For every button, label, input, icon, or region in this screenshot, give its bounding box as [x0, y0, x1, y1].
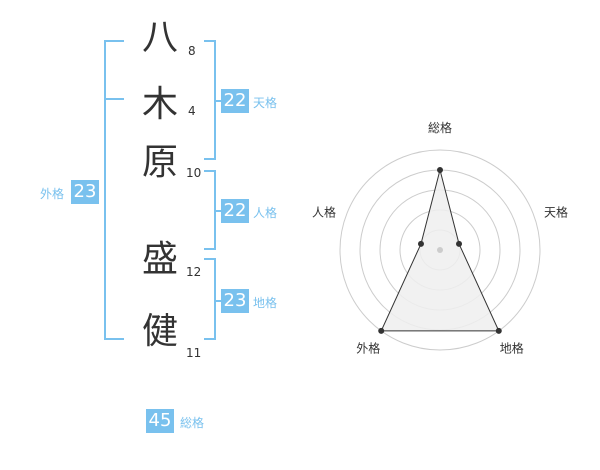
chikaku-value: 23	[221, 289, 249, 313]
char-3: 原	[142, 142, 179, 183]
radar-label-4: 外格	[356, 341, 380, 356]
char-4: 盛	[142, 239, 179, 280]
radar-point-2	[456, 240, 463, 247]
radar-point-5	[417, 240, 424, 247]
radar-point-3	[495, 327, 502, 334]
tenkaku-bracket	[204, 40, 216, 160]
tenkaku-value: 22	[221, 89, 249, 113]
stroke-count-3: 10	[186, 166, 202, 180]
gaikaku-tick	[104, 98, 124, 100]
gaikaku-value: 23	[71, 180, 99, 204]
radar-point-4	[378, 327, 385, 334]
chikaku-tick	[216, 300, 222, 302]
radar-points	[378, 167, 502, 334]
gaikaku-label: 外格	[40, 187, 65, 201]
gaikaku-bracket	[104, 40, 124, 340]
soukaku-value: 45	[146, 409, 174, 433]
jinkaku-label: 人格	[253, 206, 278, 220]
chikaku-bracket	[204, 258, 216, 340]
char-5: 健	[142, 311, 179, 352]
char-2: 木	[142, 84, 179, 125]
tenkaku-tick	[216, 100, 222, 102]
radar-ring-5	[339, 149, 541, 351]
radar-label-3: 地格	[500, 341, 524, 356]
radar-point-1	[437, 167, 443, 173]
stroke-count-4: 12	[186, 265, 202, 279]
stroke-count-1: 8	[188, 44, 196, 58]
radar-label-5: 人格	[312, 204, 336, 219]
stroke-count-5: 11	[186, 346, 202, 360]
char-1: 八	[142, 17, 179, 58]
jinkaku-bracket	[204, 170, 216, 250]
stroke-count-2: 4	[188, 104, 196, 118]
radar-label-1: 総格	[428, 120, 452, 135]
soukaku-label: 総格	[180, 416, 205, 430]
jinkaku-value: 22	[221, 199, 249, 223]
radar-center	[437, 247, 443, 253]
radar-label-2: 天格	[544, 204, 568, 219]
tenkaku-label: 天格	[253, 96, 278, 110]
jinkaku-tick	[216, 210, 222, 212]
chikaku-label: 地格	[253, 296, 278, 310]
